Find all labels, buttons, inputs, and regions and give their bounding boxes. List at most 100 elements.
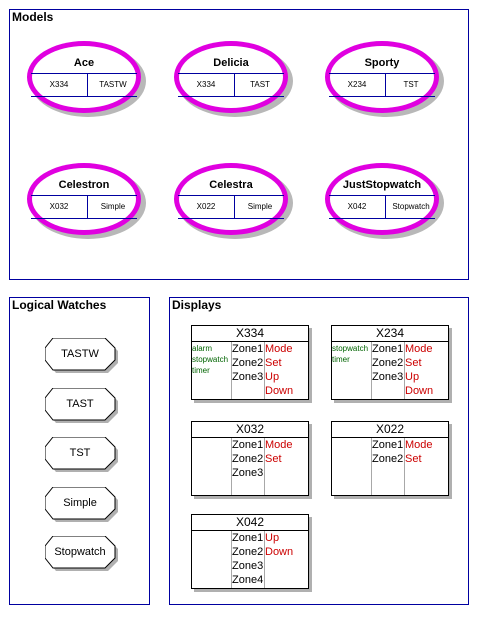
display-button: Mode <box>405 343 433 355</box>
model-logical-watch: TAST <box>250 80 270 89</box>
octagon-shape <box>45 387 118 423</box>
model-name: Sporty <box>364 57 400 69</box>
display-button: Set <box>405 357 422 369</box>
display-features-column: alarm stopwatch timer <box>192 342 231 399</box>
display-button: Down <box>405 385 434 397</box>
model-display-id: X334 <box>196 80 216 89</box>
models-title: Models <box>12 10 54 24</box>
model-logical-watch: Simple <box>247 202 273 211</box>
display-button: Up <box>265 532 280 544</box>
model-cell-separator <box>385 73 386 96</box>
display-feature: timer <box>332 355 350 364</box>
display-button: Mode <box>405 439 433 451</box>
display-features-column <box>192 438 231 495</box>
logical-watch-label: TASTW <box>61 348 99 360</box>
model-display-id: X032 <box>49 202 69 211</box>
model-display-id: X234 <box>347 80 367 89</box>
model-divider-top <box>329 73 435 74</box>
display-feature: timer <box>192 366 210 375</box>
display-button: Mode <box>265 439 293 451</box>
model-divider-top <box>329 195 435 196</box>
display-features-column <box>192 531 231 588</box>
model-ellipse <box>325 41 444 117</box>
model-display-id: X042 <box>347 202 367 211</box>
display-zone: Zone3 <box>232 560 264 572</box>
display-zone: Zone2 <box>232 453 264 465</box>
display-button: Set <box>405 453 422 465</box>
model-ellipse <box>325 163 444 239</box>
display-zone: Zone1 <box>232 343 264 355</box>
model-cell-separator <box>234 195 235 218</box>
display-features-column: stopwatch timer <box>332 342 371 399</box>
logical-watch-label: Simple <box>63 496 97 509</box>
model-cell-separator <box>87 195 88 218</box>
model-name: Celestra <box>209 179 253 191</box>
display-zone: Zone2 <box>372 453 404 465</box>
model-divider-top <box>178 73 284 74</box>
display-title: X042 <box>192 515 308 531</box>
model-divider-top <box>178 195 284 196</box>
model-cell-separator <box>385 195 386 218</box>
display-zone: Zone3 <box>372 371 404 383</box>
octagon-shape <box>45 437 118 472</box>
model-ellipse <box>27 41 146 117</box>
display-button: Down <box>265 546 294 558</box>
octagon-shape <box>45 338 118 373</box>
logical-watch-stopwatch[interactable]: Stopwatch <box>45 536 118 571</box>
logical-watch-label: Stopwatch <box>54 546 106 558</box>
display-zone: Zone3 <box>232 467 264 479</box>
model-ellipse <box>174 163 293 239</box>
logical-watch-label: TAST <box>66 397 94 410</box>
display-feature: alarm <box>192 344 213 353</box>
model-name: Celestron <box>58 179 110 191</box>
model-divider-top <box>31 73 137 74</box>
logical-watch-simple[interactable]: Simple <box>45 486 118 522</box>
display-button: Mode <box>265 343 293 355</box>
model-name: Delicia <box>213 57 249 69</box>
model-logical-watch: Stopwatch <box>392 202 430 211</box>
display-zone: Zone1 <box>232 532 264 544</box>
logical-watch-tst[interactable]: TST <box>45 437 118 472</box>
logical-watch-tastw[interactable]: TASTW <box>45 338 118 373</box>
display-button: Up <box>265 371 280 383</box>
display-feature: stopwatch <box>332 344 369 353</box>
model-name: JustStopwatch <box>342 179 422 191</box>
model-ellipse <box>174 41 293 117</box>
display-features-column <box>332 438 371 495</box>
display-zone: Zone1 <box>372 439 404 451</box>
model-display-id: X334 <box>49 80 69 89</box>
display-button: Down <box>265 385 294 397</box>
octagon-shape <box>45 536 118 571</box>
model-logical-watch: TST <box>403 80 419 89</box>
display-zone: Zone2 <box>232 546 264 558</box>
logical-watches-title: Logical Watches <box>12 298 107 312</box>
model-logical-watch: Simple <box>100 202 126 211</box>
model-divider-bottom <box>329 218 435 219</box>
display-button: Set <box>265 357 282 369</box>
display-feature: stopwatch <box>192 355 229 364</box>
display-zone: Zone1 <box>232 439 264 451</box>
octagon-shape <box>45 486 118 522</box>
logical-watch-tast[interactable]: TAST <box>45 387 118 423</box>
model-cell-separator <box>234 73 235 96</box>
displays-title: Displays <box>172 298 222 312</box>
display-title: X032 <box>192 422 308 438</box>
model-divider-bottom <box>178 96 284 97</box>
model-logical-watch: TASTW <box>99 80 127 89</box>
